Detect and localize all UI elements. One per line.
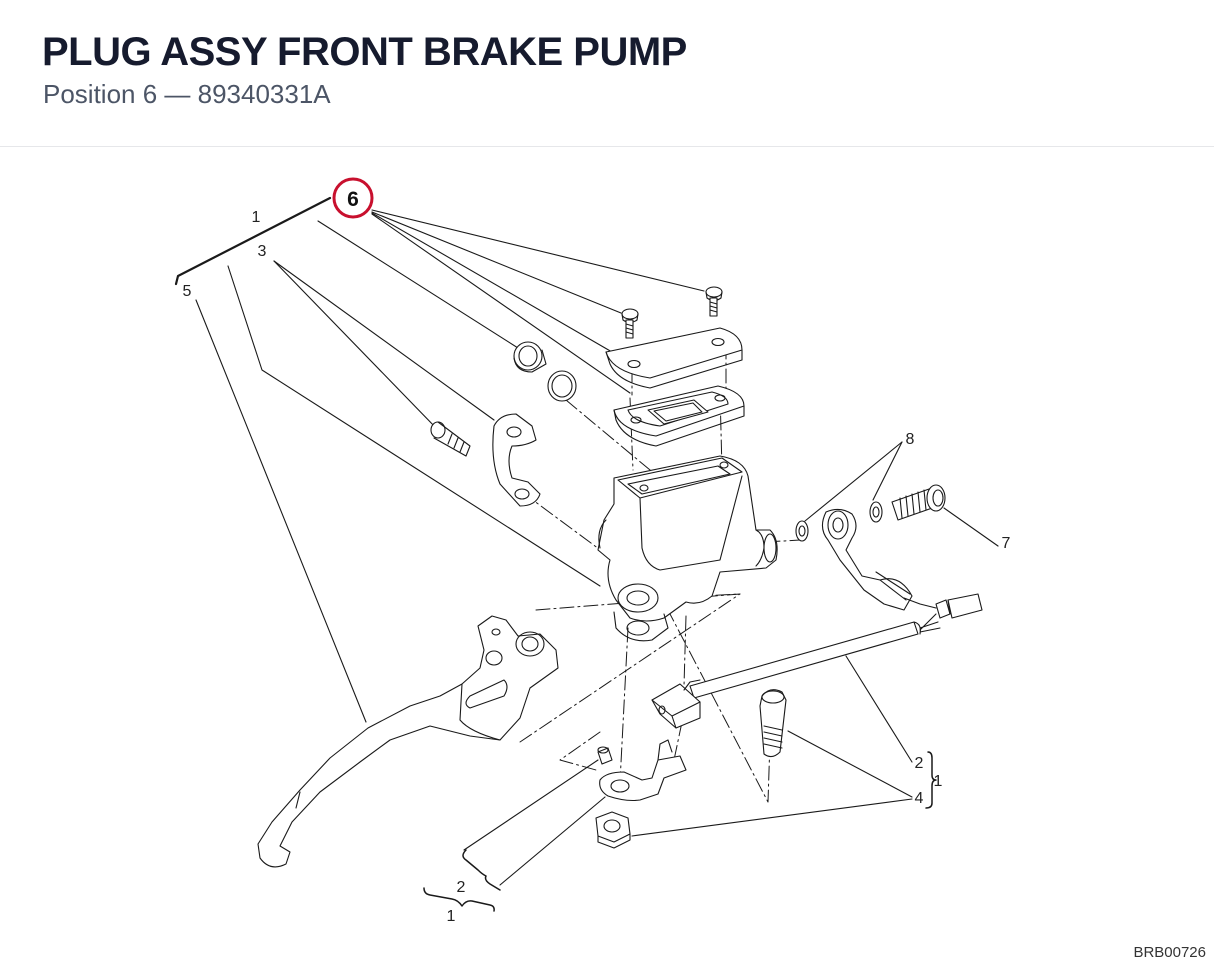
- cover-screw-left: [621, 308, 639, 339]
- callout-5: 5: [183, 283, 192, 300]
- callout-7: 7: [1002, 535, 1011, 552]
- diaphragm-gasket: [613, 385, 745, 447]
- plug: [513, 341, 547, 373]
- callout-8: 8: [906, 431, 915, 448]
- brake-lever: [257, 615, 559, 868]
- callout-2-right: 2: [915, 755, 924, 772]
- leader-lines: [174, 196, 999, 886]
- cover-screw-right: [705, 286, 723, 317]
- callout-1-right: 1: [934, 773, 943, 790]
- washer-left: [795, 520, 809, 542]
- page-subtitle: Position 6 — 89340331A: [43, 79, 331, 109]
- banjo-fitting: [821, 508, 937, 611]
- switch-bracket: [599, 739, 687, 802]
- switch-cable: [689, 593, 983, 699]
- reservoir-cover: [605, 327, 743, 389]
- handlebar-clamp: [492, 413, 541, 507]
- header: PLUG ASSY FRONT BRAKE PUMP Position 6 — …: [0, 0, 1214, 147]
- o-ring: [547, 370, 577, 402]
- callout-1-bottom: 1: [447, 908, 456, 925]
- brake-light-switch: [651, 679, 701, 729]
- callout-6-label: 6: [347, 188, 359, 211]
- callout-4-right: 4: [915, 790, 924, 807]
- brackets: [423, 751, 937, 912]
- pivot-boss: [613, 583, 669, 642]
- callout-2-bottom: 2: [457, 879, 466, 896]
- lock-nut: [595, 811, 631, 849]
- highlighted-callout-6[interactable]: 6: [332, 177, 374, 219]
- banjo-bolt: [891, 484, 946, 521]
- bushing: [597, 746, 613, 765]
- clamp-bolt: [430, 421, 471, 457]
- drawing-code: BRB00726: [1133, 944, 1206, 961]
- callout-1-top: 1: [252, 209, 261, 226]
- master-cylinder-body: [597, 455, 778, 622]
- callout-3: 3: [258, 243, 267, 260]
- callout-labels: 1 3 5 8 7 2 4 1 2 1: [183, 209, 1011, 925]
- page-title: PLUG ASSY FRONT BRAKE PUMP: [42, 30, 687, 74]
- washer-right: [869, 501, 883, 523]
- pivot-bolt: [759, 689, 787, 758]
